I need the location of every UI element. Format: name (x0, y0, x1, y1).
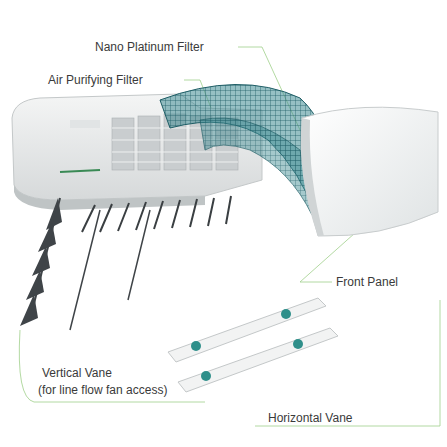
part-label: Vertical Vane (42, 366, 112, 380)
part-label: Horizontal Vane (268, 411, 353, 425)
part-label: Front Panel (336, 275, 398, 289)
horizontal-vane (168, 298, 338, 392)
front-panel (301, 107, 438, 236)
vertical-vane (20, 198, 150, 330)
part-note: (for line flow fan access) (38, 383, 167, 397)
part-label: Nano Platinum Filter (95, 40, 204, 54)
part-label: Air Purifying Filter (48, 73, 143, 87)
